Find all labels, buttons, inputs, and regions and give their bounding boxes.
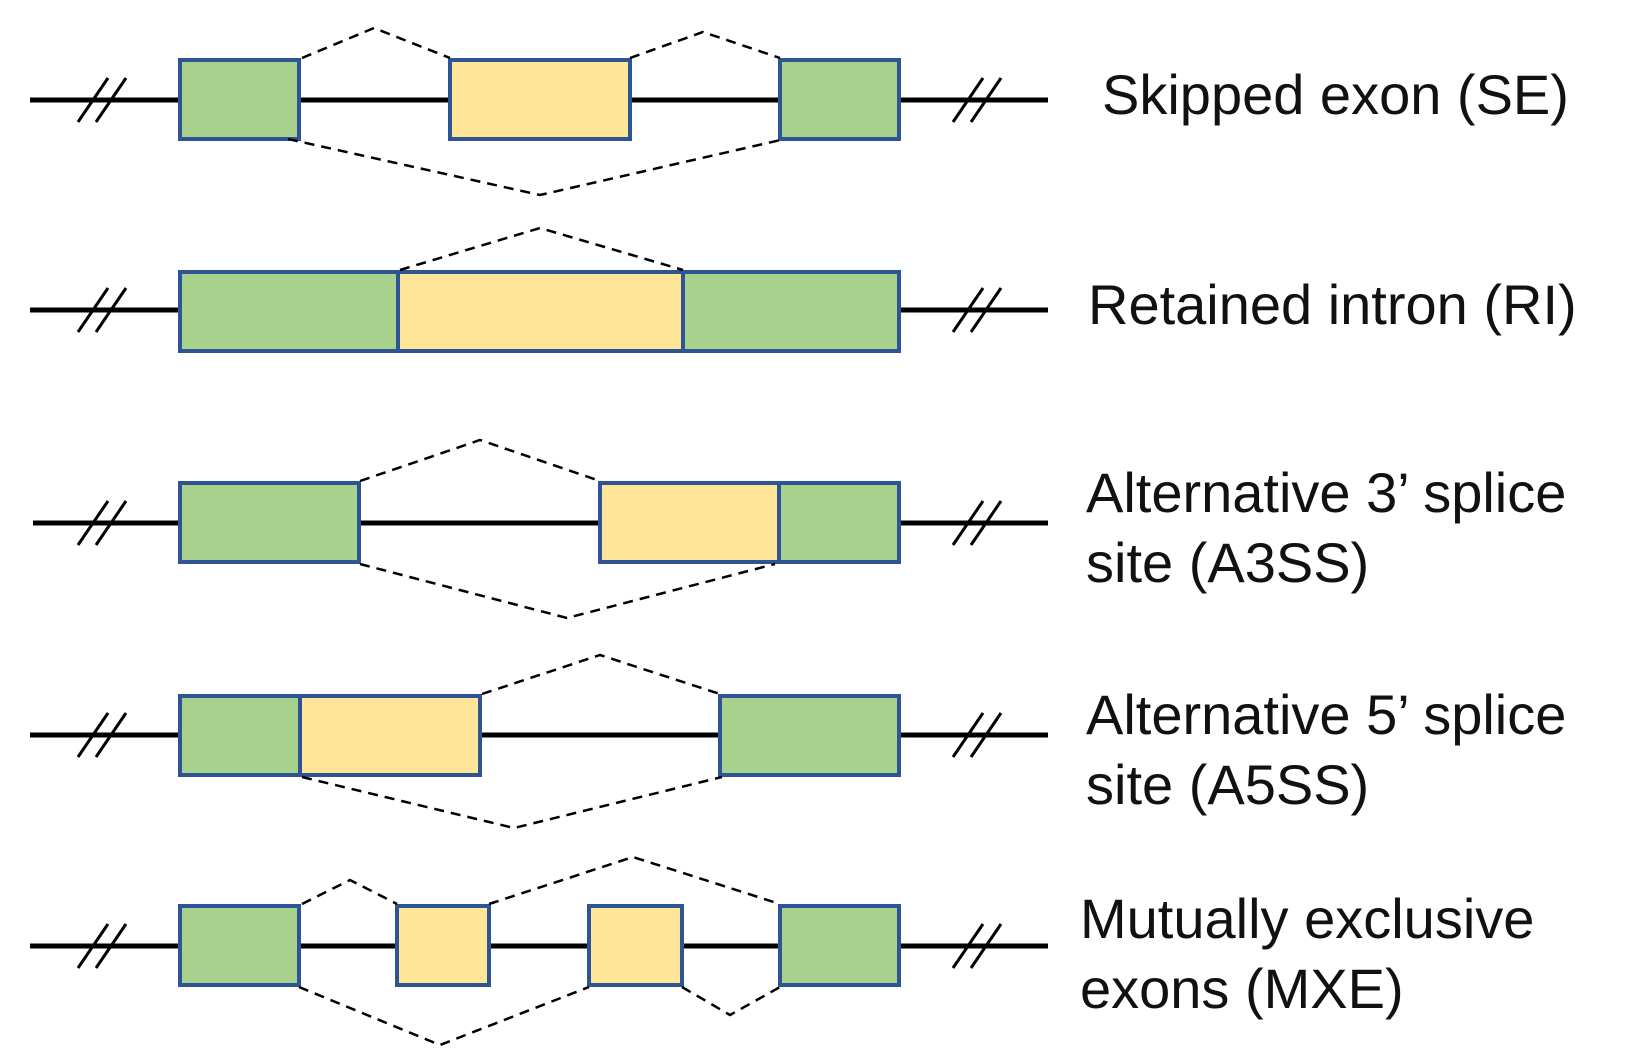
splice-junction — [301, 878, 398, 906]
splice-junction-long — [359, 438, 601, 483]
inclusion-junction — [629, 30, 781, 60]
label-line: site (A5SS) — [1086, 753, 1370, 816]
label-alternative-3-splice-site: Alternative 3’ splice site (A3SS) — [1086, 458, 1566, 598]
alternative-region — [298, 694, 482, 777]
break-mark-right — [951, 712, 1003, 758]
constitutive-exon — [178, 270, 400, 353]
constitutive-exon — [681, 270, 901, 353]
mutually-exclusive-exon-1 — [395, 904, 491, 987]
event-ri — [30, 226, 1048, 353]
splice-junction — [298, 985, 590, 1047]
inclusion-junction — [301, 26, 451, 60]
constitutive-exon — [178, 694, 302, 777]
alternative-region — [598, 481, 781, 564]
label-line: site (A3SS) — [1086, 531, 1370, 594]
label-line: Mutually exclusive — [1080, 887, 1535, 950]
constitutive-exon — [777, 481, 901, 564]
label-line: exons (MXE) — [1080, 957, 1404, 1020]
event-se — [30, 26, 1048, 197]
retained-intron — [396, 270, 685, 353]
event-a5ss — [30, 653, 1048, 830]
constitutive-exon — [718, 694, 901, 777]
event-mxe — [30, 855, 1048, 1047]
mutually-exclusive-exon-2 — [587, 904, 684, 987]
break-mark-right — [951, 923, 1003, 969]
break-mark-right — [951, 77, 1003, 123]
constitutive-exon — [178, 58, 301, 141]
skipping-junction — [287, 137, 786, 197]
splice-junction-short — [481, 653, 721, 696]
break-mark-left — [76, 712, 128, 758]
splice-junction — [488, 855, 781, 906]
break-mark-right — [951, 287, 1003, 333]
splice-junction-long — [301, 775, 723, 830]
break-mark-left — [76, 77, 128, 123]
constitutive-exon — [778, 58, 901, 141]
splice-junction-short — [359, 562, 776, 620]
splice-junction — [399, 226, 684, 272]
label-line: Skipped exon (SE) — [1102, 63, 1569, 126]
break-mark-left — [76, 500, 128, 546]
label-line: Alternative 3’ splice — [1086, 461, 1567, 524]
break-mark-left — [76, 923, 128, 969]
label-mutually-exclusive-exons: Mutually exclusive exons (MXE) — [1080, 884, 1534, 1024]
label-skipped-exon: Skipped exon (SE) — [1102, 60, 1569, 130]
break-mark-left — [76, 287, 128, 333]
break-mark-right — [951, 500, 1003, 546]
event-a3ss — [33, 438, 1048, 620]
alternative-exon — [448, 58, 632, 141]
label-retained-intron: Retained intron (RI) — [1088, 270, 1577, 340]
label-alternative-5-splice-site: Alternative 5’ splice site (A5SS) — [1086, 680, 1566, 820]
constitutive-exon — [178, 904, 301, 987]
label-line: Alternative 5’ splice — [1086, 683, 1567, 746]
splice-junction — [681, 985, 781, 1017]
label-line: Retained intron (RI) — [1088, 273, 1577, 336]
constitutive-exon — [778, 904, 901, 987]
constitutive-exon — [178, 481, 361, 564]
